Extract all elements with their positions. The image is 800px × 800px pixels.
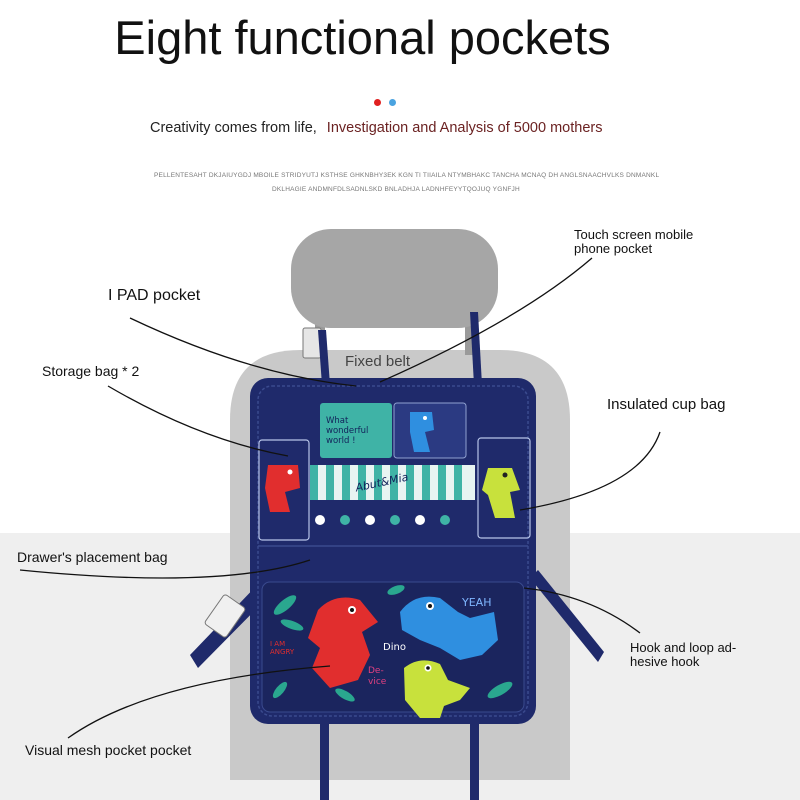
bottom-strap-left — [320, 718, 329, 800]
callout-touch-screen: Touch screen mobile phone pocket — [574, 227, 694, 257]
headrest-post-right — [465, 300, 475, 355]
callout-visual-mesh: Visual mesh pocket pocket — [25, 742, 192, 758]
leader-insulated-cup — [519, 431, 661, 511]
red-dino-small — [265, 465, 300, 512]
side-buckle-left — [204, 594, 246, 638]
side-strap-right — [530, 570, 604, 662]
fine-print-line1: PELLENTESAHT DKJAIUYGDJ MBOILE STRIDYUTJ… — [154, 172, 660, 179]
leader-storage-bag — [107, 385, 289, 457]
page-title: Eight functional pockets — [114, 11, 611, 64]
callout-drawer-bag: Drawer's placement bag — [17, 549, 168, 565]
device-print: De-vice — [368, 666, 387, 687]
yeah-print: YEAH — [462, 596, 492, 609]
bottom-strap-right — [470, 718, 479, 800]
blue-dino-large — [400, 596, 498, 660]
leader-visual-mesh — [67, 665, 331, 739]
blue-dot — [389, 99, 396, 106]
decorative-dots — [374, 99, 404, 107]
subtitle-part2: Investigation and Analysis of 5000 mothe… — [326, 120, 603, 136]
organizer-inner-border — [257, 385, 529, 717]
yellow-dino-large — [404, 660, 470, 718]
paw-prints — [315, 515, 450, 525]
callout-leaders — [19, 257, 661, 739]
leader-ipad — [129, 317, 357, 387]
storage-bag-left — [258, 439, 310, 541]
headrest — [291, 229, 498, 328]
callout-storage-bag: Storage bag * 2 — [42, 363, 140, 379]
subtitle-part1: Creativity comes from life, — [150, 120, 317, 136]
leader-hook-loop — [523, 587, 641, 634]
leader-drawer — [19, 559, 311, 579]
headrest-post-left — [315, 300, 325, 355]
red-dino-large — [308, 597, 378, 688]
callout-ipad: I PAD pocket — [108, 287, 201, 304]
wonderful-world-print: What wonderful world ! — [326, 416, 369, 447]
callout-fixed-belt: Fixed belt — [345, 353, 411, 370]
leader-touch-screen — [379, 257, 593, 383]
blue-dino-small — [410, 412, 434, 452]
angry-print: I AM ANGRY — [270, 640, 295, 657]
yellow-dino-small — [482, 468, 520, 518]
fixed-belt-strap-left — [318, 330, 330, 385]
drawer-pocket-stripes — [310, 465, 462, 500]
dino-print: Dino — [383, 642, 406, 653]
teal-ipad-pocket — [320, 403, 392, 458]
subtitle: Creativity comes from life, Investigation… — [150, 120, 602, 136]
callout-hook-loop: Hook and loop ad- hesive hook — [630, 640, 737, 670]
fixed-belt-strap-right — [470, 312, 482, 385]
callout-insulated-cup: Insulated cup bag — [607, 396, 726, 413]
red-dot — [374, 99, 381, 106]
leaf-decorations — [272, 585, 513, 702]
insulated-cup-bag — [477, 437, 531, 539]
fine-print-line2: DKLHAGIE ANDMNFDLSADNLSKD BNLADHJA LADNH… — [272, 186, 520, 193]
